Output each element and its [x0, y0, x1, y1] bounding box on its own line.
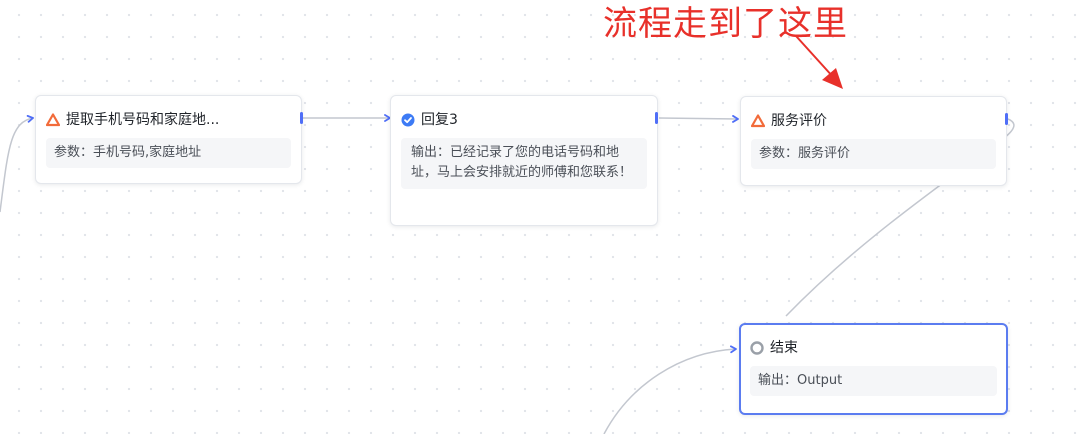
output-label: 输出：: [411, 145, 451, 160]
edge-incoming-to-extract[interactable]: [0, 115, 34, 213]
node-title: 提取手机号码和家庭地...: [66, 112, 220, 128]
node-title: 回复3: [421, 112, 458, 128]
node-service-evaluation[interactable]: 服务评价 参数：服务评价: [740, 96, 1008, 186]
node-output: 输出：Output: [750, 366, 997, 396]
node-header: 回复3: [401, 108, 647, 130]
node-title: 服务评价: [771, 113, 827, 129]
annotation-arrow-line: [795, 35, 835, 79]
output-handle[interactable]: [300, 112, 303, 124]
output-value: Output: [797, 373, 843, 388]
intent-triangle-icon: [45, 112, 61, 127]
param-label: 参数：: [759, 146, 799, 161]
node-extract-phone-address[interactable]: 提取手机号码和家庭地... 参数：手机号码,家庭地址: [35, 95, 303, 184]
node-header: 服务评价: [750, 109, 996, 131]
output-handle[interactable]: [655, 112, 658, 124]
node-reply-3[interactable]: 回复3 输出：已经记录了您的电话号码和地址，马上会安排就近的师傅和您联系！: [390, 95, 658, 226]
annotation-arrow-head: [822, 68, 843, 89]
node-output: 输出：已经记录了您的电话号码和地址，马上会安排就近的师傅和您联系！: [401, 138, 647, 189]
check-circle-icon: [401, 112, 415, 127]
node-header: 结束: [750, 336, 997, 358]
node-end[interactable]: 结束 输出：Output: [739, 323, 1008, 415]
output-value: 已经记录了您的电话号码和地址，马上会安排就近的师傅和您联系！: [411, 145, 633, 180]
intent-triangle-icon: [750, 113, 766, 128]
annotation-text: 流程走到了这里: [603, 4, 848, 44]
node-params: 参数：手机号码,家庭地址: [46, 138, 291, 168]
param-value: 服务评价: [798, 146, 851, 161]
param-value: 手机号码,家庭地址: [93, 145, 202, 160]
node-header: 提取手机号码和家庭地...: [45, 108, 291, 130]
node-params: 参数：服务评价: [751, 139, 996, 169]
edge-reply-to-evaluation[interactable]: [658, 115, 739, 123]
output-label: 输出：: [758, 373, 798, 388]
node-title: 结束: [770, 340, 798, 356]
param-label: 参数：: [54, 145, 94, 160]
edge-incoming-to-end[interactable]: [603, 345, 737, 434]
end-circle-icon: [750, 340, 764, 355]
output-handle[interactable]: [1005, 113, 1008, 125]
